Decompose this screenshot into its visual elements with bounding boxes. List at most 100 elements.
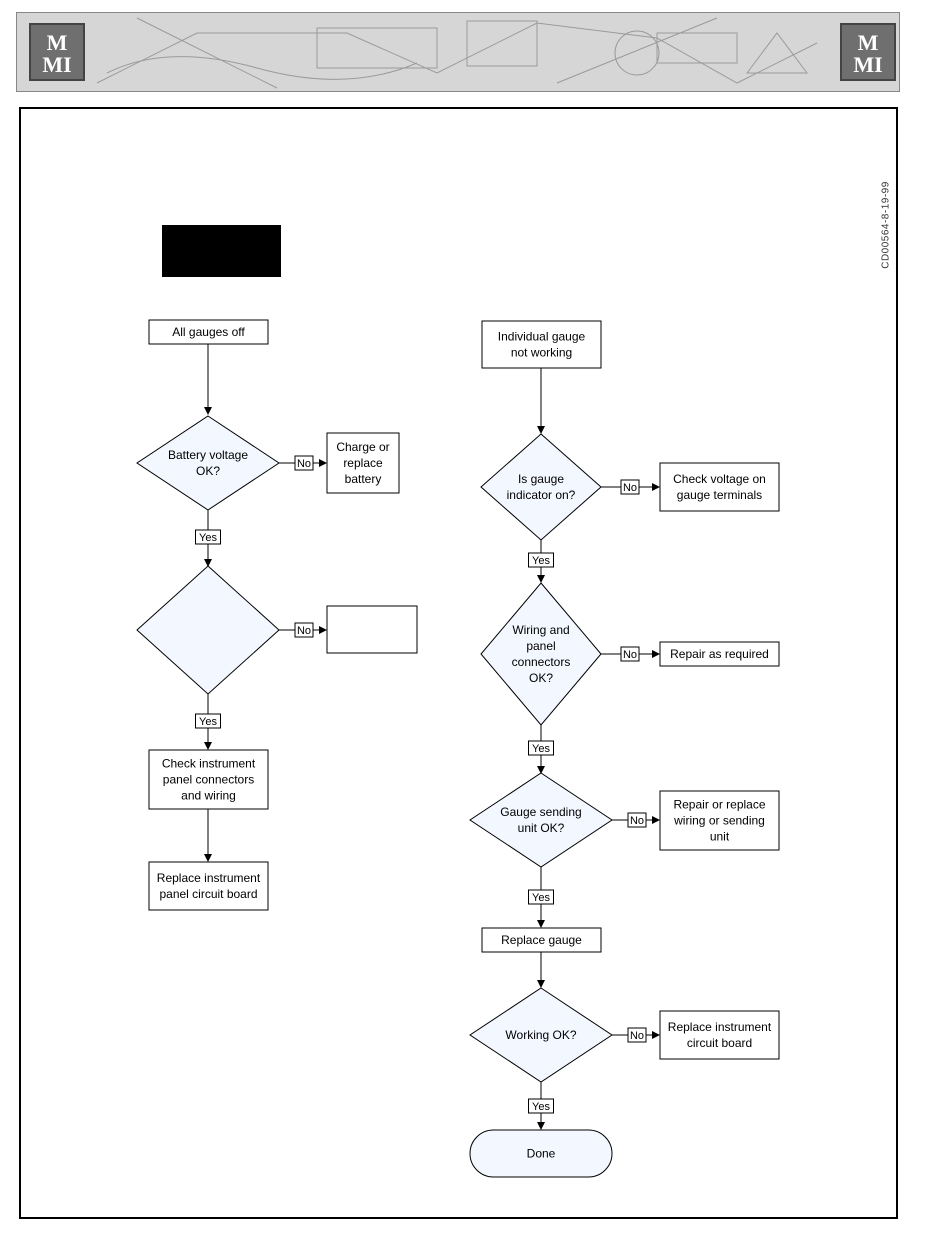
right-step-box-line: Replace gauge — [501, 933, 582, 947]
left-step2-box-line: panel circuit board — [159, 887, 257, 901]
left-q1-action-box-line: Charge or — [336, 440, 389, 454]
left-q2-diamond-shape — [136, 565, 280, 695]
left-start-box-line: All gauges off — [172, 325, 245, 339]
right-q3-diamond-shape — [469, 772, 613, 868]
left-q2-yes-tag-box — [195, 713, 221, 729]
right-q4-yes-tag-text: Yes — [532, 1101, 550, 1113]
right-q4-action-box-line: circuit board — [687, 1036, 752, 1050]
right-q1-action-box-line: gauge terminals — [677, 488, 762, 502]
left-q2-action-box-shape — [326, 605, 418, 654]
left-start-box: All gauges off — [148, 319, 269, 345]
right-q2-yes-tag: Yes — [528, 740, 554, 756]
mmi-logo-icon: M MI — [42, 30, 71, 75]
left-q2-no-tag: No — [294, 622, 314, 638]
right-q1-action-box: Check voltage on gauge terminals — [659, 462, 780, 512]
right-q2-diamond-line: Wiring and — [512, 623, 569, 637]
svg-text:MI: MI — [853, 52, 882, 75]
right-q3-action-box-line: Repair or replace — [673, 798, 765, 812]
page-frame — [19, 107, 898, 1219]
right-q2-diamond-line: OK? — [529, 671, 553, 685]
left-q1-no-tag: No — [294, 455, 314, 471]
svg-text:M: M — [858, 30, 879, 55]
right-q1-no-tag-box — [620, 479, 640, 495]
right-q1-action-box-shape — [659, 462, 780, 512]
right-q3-action-box-line: unit — [710, 830, 730, 844]
left-step2-box-shape — [148, 861, 269, 911]
svg-text:MI: MI — [42, 52, 71, 75]
right-q2-yes-tag-text: Yes — [532, 743, 550, 755]
left-q1-diamond-shape — [136, 415, 280, 511]
right-q2-action-box-shape — [659, 641, 780, 667]
right-q4-action-box: Replace instrument circuit board — [659, 1010, 780, 1060]
right-step-box: Replace gauge — [481, 927, 602, 953]
right-q2-diamond-shape — [480, 582, 602, 726]
right-q1-diamond-shape — [480, 433, 602, 541]
right-q2-no-tag-text: No — [623, 649, 637, 661]
redacted-title-block — [162, 225, 281, 277]
left-q1-yes-tag-text: Yes — [199, 532, 217, 544]
mmi-logo-icon: M MI — [853, 30, 882, 75]
left-step1-box-line: and wiring — [181, 789, 236, 803]
right-q1-no-tag-text: No — [623, 482, 637, 494]
right-q3-no-tag-box — [627, 812, 647, 828]
left-q1-action-box: Charge or replace battery — [326, 432, 400, 494]
right-q1-action-box-line: Check voltage on — [673, 472, 766, 486]
right-q4-action-box-line: Replace instrument — [668, 1020, 772, 1034]
right-q4-action-box-shape — [659, 1010, 780, 1060]
right-q3-action-box-shape — [659, 790, 780, 851]
left-step1-box-line: Check instrument — [162, 757, 256, 771]
right-q3-yes-tag: Yes — [528, 889, 554, 905]
right-q1-yes-tag: Yes — [528, 552, 554, 568]
left-q2-diamond — [136, 565, 280, 695]
right-end-terminal: Done — [469, 1129, 613, 1178]
right-start-box-shape — [481, 320, 602, 369]
left-q2-yes-tag: Yes — [195, 713, 221, 729]
logo-left: M MI — [29, 23, 85, 81]
left-q1-action-box-line: battery — [345, 472, 382, 486]
right-q4-diamond-line: Working OK? — [505, 1028, 576, 1042]
left-step1-box-line: panel connectors — [163, 773, 254, 787]
right-q4-diamond-shape — [469, 987, 613, 1083]
left-q2-no-tag-text: No — [297, 625, 311, 637]
header-illustration — [96, 17, 818, 89]
left-step1-box: Check instrument panel connectors and wiri… — [148, 749, 269, 810]
right-q1-yes-tag-text: Yes — [532, 555, 550, 567]
right-q3-yes-tag-box — [528, 889, 554, 905]
right-q3-no-tag: No — [627, 812, 647, 828]
left-q1-action-box-shape — [326, 432, 400, 494]
left-q2-action-box — [326, 605, 418, 654]
left-q1-action-box-line: replace — [343, 456, 383, 470]
right-q4-diamond: Working OK? — [469, 987, 613, 1083]
left-q1-yes-tag-box — [195, 529, 221, 545]
svg-text:M: M — [47, 30, 68, 55]
right-q1-yes-tag-box — [528, 552, 554, 568]
right-q3-diamond-line: Gauge sending — [500, 805, 581, 819]
left-q2-no-tag-box — [294, 622, 314, 638]
right-q2-action-box-line: Repair as required — [670, 647, 769, 661]
left-q1-diamond-line: Battery voltage — [168, 448, 248, 462]
right-q4-yes-tag: Yes — [528, 1098, 554, 1114]
left-q2-yes-tag-text: Yes — [199, 716, 217, 728]
left-step1-box-shape — [148, 749, 269, 810]
left-q1-no-tag-box — [294, 455, 314, 471]
right-step-box-shape — [481, 927, 602, 953]
right-q4-no-tag-text: No — [630, 1030, 644, 1042]
right-q2-diamond-line: connectors — [512, 655, 571, 669]
right-q2-no-tag-box — [620, 646, 640, 662]
right-q4-no-tag-box — [627, 1027, 647, 1043]
left-q1-yes-tag: Yes — [195, 529, 221, 545]
right-q3-yes-tag-text: Yes — [532, 892, 550, 904]
right-q1-diamond-line: Is gauge — [518, 472, 564, 486]
left-q1-diamond-line: OK? — [196, 464, 220, 478]
left-start-box-shape — [148, 319, 269, 345]
right-q4-no-tag: No — [627, 1027, 647, 1043]
right-q1-no-tag: No — [620, 479, 640, 495]
right-q2-no-tag: No — [620, 646, 640, 662]
right-end-terminal-line: Done — [527, 1147, 556, 1161]
